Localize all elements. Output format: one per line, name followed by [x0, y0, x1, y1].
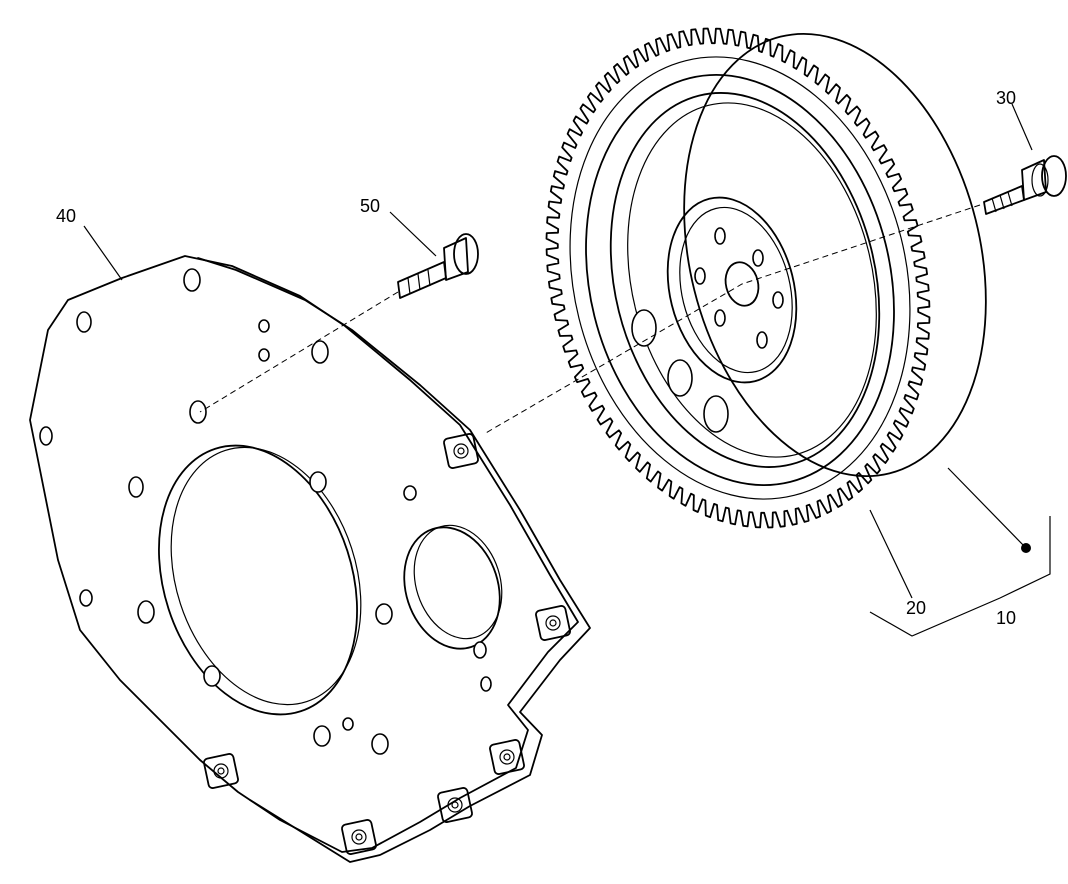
callout-40: 40: [56, 206, 76, 226]
callout-20: 20: [906, 598, 926, 618]
secondary-bore: [403, 526, 501, 650]
bolt-50: [397, 233, 479, 299]
callout-50: 50: [360, 196, 380, 216]
callout-10: 10: [996, 608, 1016, 628]
plate-bolt-holes: [39, 268, 492, 755]
assembly-bracket: [869, 516, 1051, 637]
centerline-main: [483, 204, 981, 435]
bolt-30: [983, 155, 1067, 215]
adapter-plate: [29, 255, 591, 863]
main-bore: [158, 444, 358, 716]
centerline-bolt-50: [199, 291, 399, 413]
leader-10-dot: [1021, 543, 1031, 553]
ring-gear: [545, 27, 931, 529]
leader-30: [1011, 103, 1033, 151]
flywheel: [545, 27, 987, 529]
hub-bolt-holes: [694, 227, 784, 349]
callout-30: 30: [996, 88, 1016, 108]
leader-40: [83, 225, 123, 281]
leader-20: [869, 509, 913, 599]
flywheel-hub: [666, 196, 798, 384]
weld-nuts: [203, 433, 571, 855]
leader-10: [947, 467, 1027, 549]
leader-50: [389, 211, 437, 257]
